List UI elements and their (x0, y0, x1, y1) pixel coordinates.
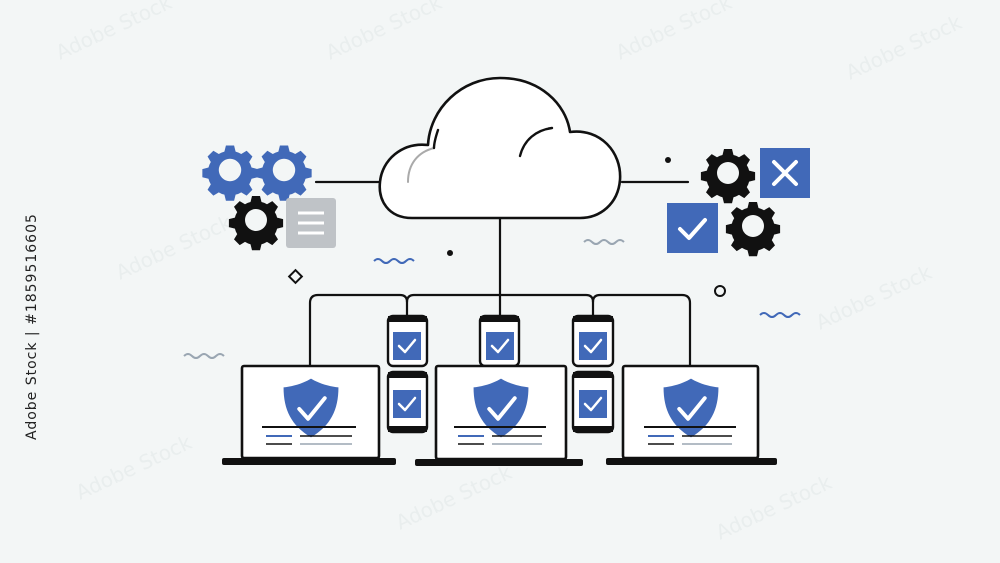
connection-lines (308, 180, 692, 368)
document-icon (286, 198, 336, 248)
watermark: Adobe Stock (392, 460, 516, 535)
gear-icon (202, 145, 258, 201)
laptop-icon (222, 364, 396, 465)
shield-check-icon (663, 378, 719, 438)
watermark: Adobe Stock (812, 260, 936, 335)
smartphone-icon (386, 314, 429, 368)
stock-image-id-label: Adobe Stock | #1859516605 (24, 213, 40, 440)
watermark: Adobe Stock (52, 0, 176, 65)
decorative-shapes (183, 157, 801, 359)
shield-check-icon (473, 378, 529, 438)
smartphone-icon (386, 370, 429, 434)
gear-icon (228, 196, 284, 251)
smartphone-icon (571, 370, 615, 434)
checkbox-icon (667, 203, 718, 253)
cloud-icon (378, 76, 622, 220)
gear-icon (256, 145, 312, 201)
watermark: Adobe Stock (322, 0, 446, 65)
smartphone-icon (478, 314, 521, 368)
shield-check-icon (283, 378, 339, 438)
gear-icon (725, 202, 781, 257)
laptop-icon (415, 364, 583, 466)
laptop-icon (606, 364, 777, 465)
watermark: Adobe Stock (612, 0, 736, 65)
watermark: Adobe Stock (72, 430, 196, 505)
gear-icon (700, 149, 756, 204)
watermark: Adobe Stock (112, 210, 236, 285)
smartphone-icon (571, 314, 615, 368)
close-icon (760, 148, 810, 198)
watermark: Adobe Stock (712, 470, 836, 545)
watermark: Adobe Stock (842, 10, 966, 85)
